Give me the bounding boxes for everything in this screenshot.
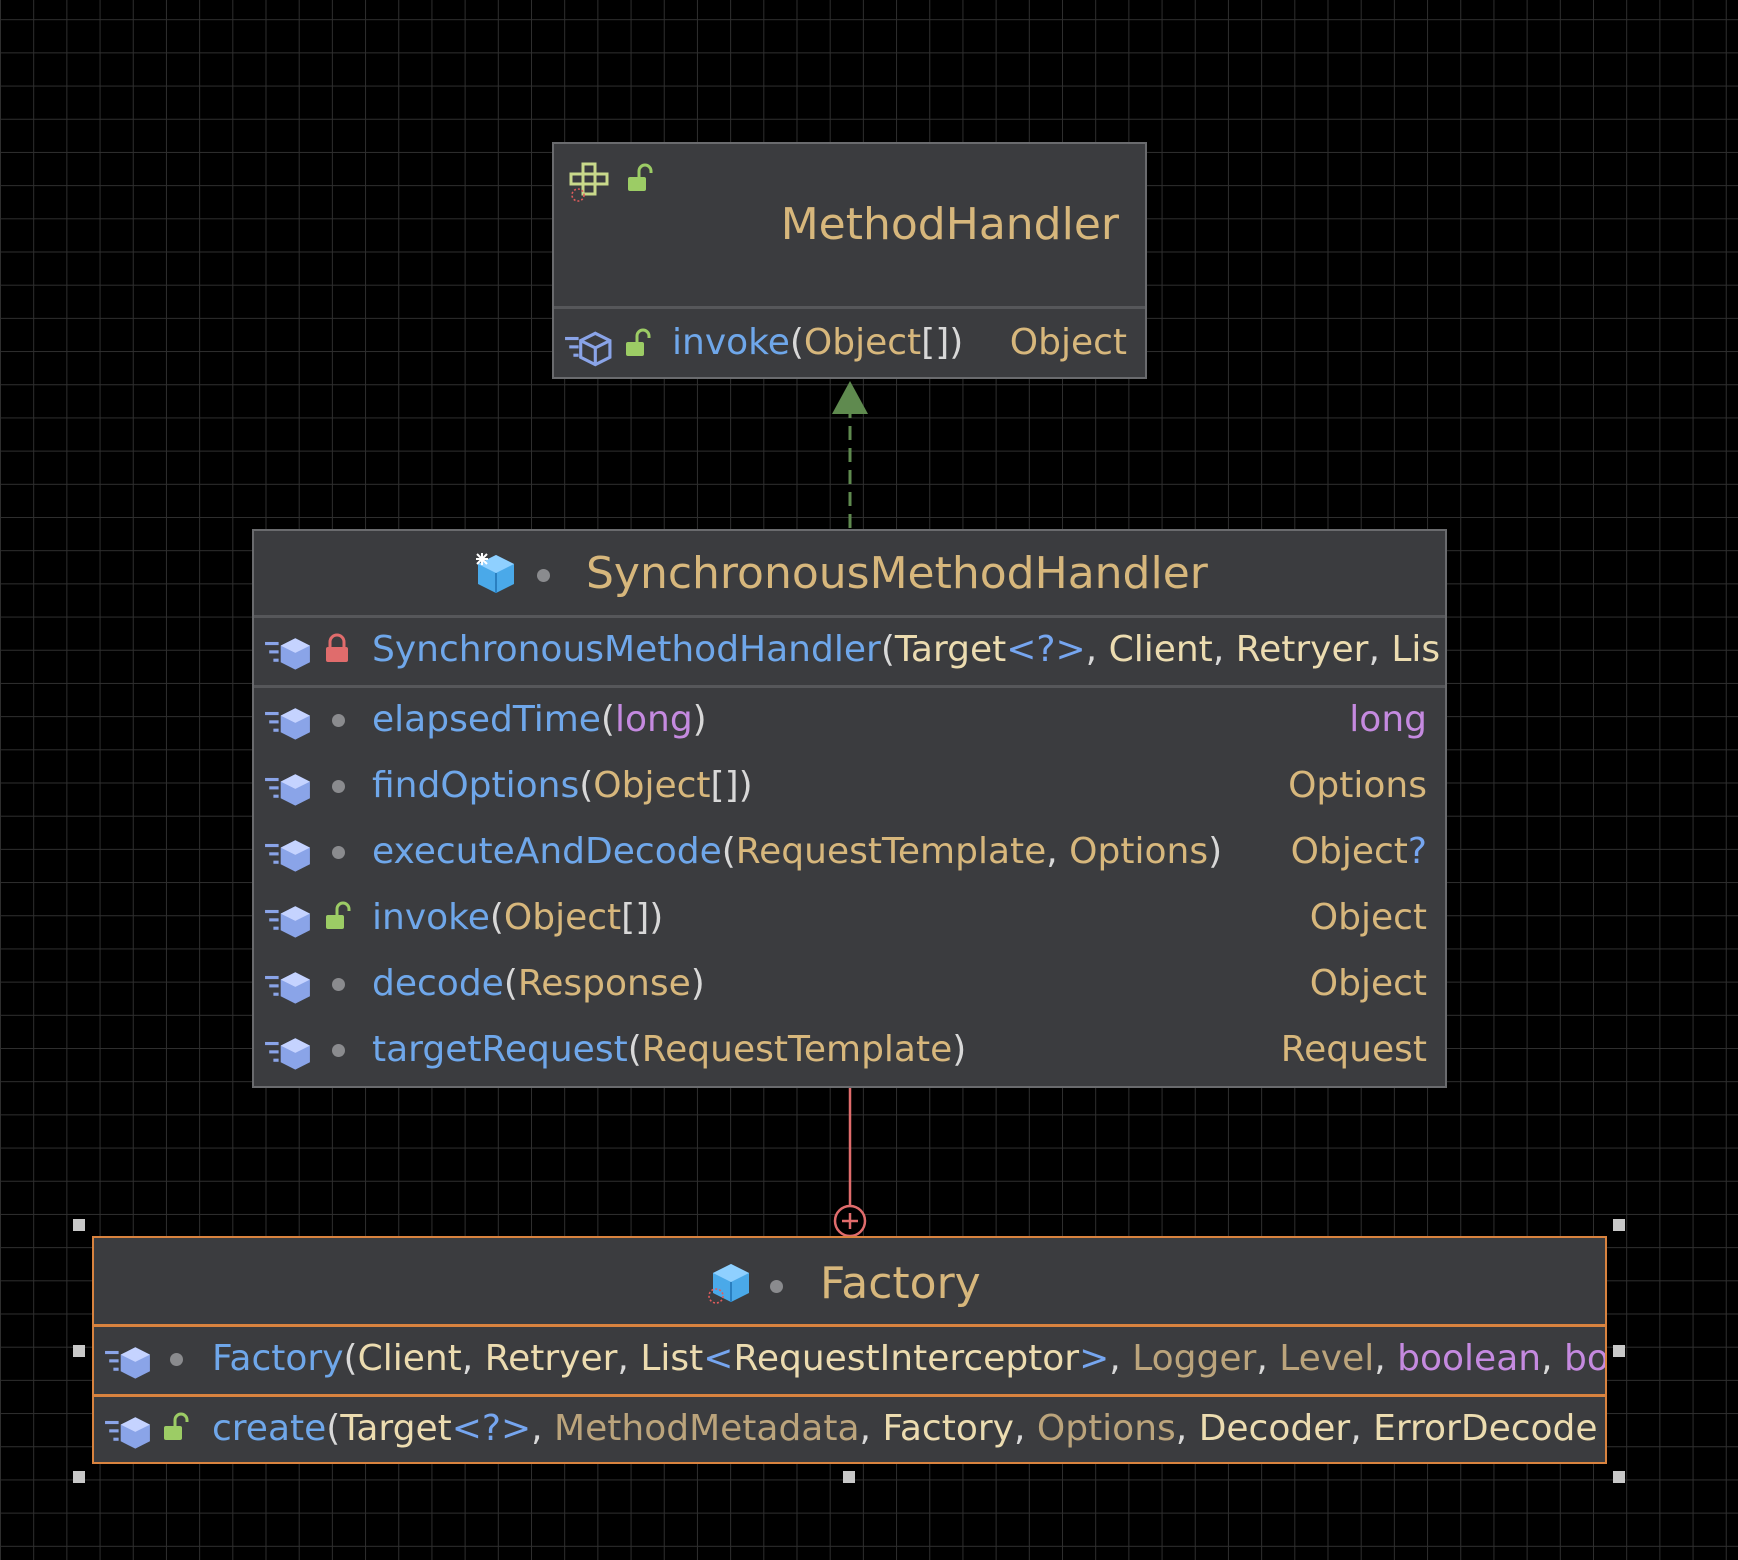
method-row-findOptions[interactable]: findOptions(Object[]) Options bbox=[254, 759, 1445, 821]
constructor-row[interactable]: Factory(Client, Retryer, List<RequestInt… bbox=[94, 1332, 1605, 1394]
dot-icon bbox=[332, 780, 345, 793]
method-row-decode[interactable]: decode(Response) Object bbox=[254, 957, 1445, 1019]
class-title: Factory bbox=[820, 1258, 981, 1309]
method-icon bbox=[265, 840, 310, 872]
method-row-invoke[interactable]: invoke(Object[]) Object bbox=[554, 316, 1145, 377]
class-icon bbox=[708, 1264, 749, 1304]
implements-arrow-head bbox=[832, 381, 868, 414]
unlock-icon bbox=[626, 328, 651, 356]
method-icon bbox=[265, 708, 310, 740]
method-name: invoke bbox=[672, 322, 790, 363]
return-type: Object bbox=[1309, 897, 1427, 938]
resize-handle-s[interactable] bbox=[843, 1471, 855, 1483]
constructor-row[interactable]: SynchronousMethodHandler(Target<?>, Clie… bbox=[254, 623, 1445, 685]
method-icon bbox=[105, 1347, 150, 1379]
method-name: create bbox=[212, 1408, 327, 1449]
unlock-icon bbox=[164, 1412, 189, 1440]
method-icon bbox=[265, 774, 310, 806]
method-row-executeAndDecode[interactable]: executeAndDecode(RequestTemplate, Option… bbox=[254, 825, 1445, 887]
method-handler-box[interactable]: MethodHandler invoke(Object[]) Object bbox=[552, 142, 1147, 379]
factory-box[interactable]: Factory Factory(Client, Retryer, List<Re… bbox=[92, 1236, 1607, 1464]
interface-icon bbox=[569, 162, 609, 202]
sync-method-handler-box[interactable]: SynchronousMethodHandler SynchronousMeth… bbox=[252, 529, 1447, 1088]
dot-icon bbox=[332, 978, 345, 991]
return-type: Options bbox=[1288, 765, 1427, 806]
return-type: Object? bbox=[1290, 831, 1427, 872]
method-row-invoke[interactable]: invoke(Object[]) Object bbox=[254, 891, 1445, 953]
resize-handle-w[interactable] bbox=[73, 1345, 85, 1357]
unlock-icon bbox=[326, 901, 351, 929]
method-icon bbox=[105, 1417, 150, 1449]
return-type: long bbox=[1349, 699, 1427, 740]
resize-handle-sw[interactable] bbox=[73, 1471, 85, 1483]
method-icon bbox=[265, 1038, 310, 1070]
return-type: Object bbox=[1009, 322, 1127, 363]
return-type: Request bbox=[1280, 1029, 1427, 1070]
resize-handle-ne[interactable] bbox=[1613, 1219, 1625, 1231]
method-row-elapsedTime[interactable]: elapsedTime(long) long bbox=[254, 693, 1445, 755]
dot-icon bbox=[332, 846, 345, 859]
method-icon bbox=[265, 638, 310, 670]
dot-icon bbox=[332, 714, 345, 727]
method-row-targetRequest[interactable]: targetRequest(RequestTemplate) Request bbox=[254, 1023, 1445, 1085]
dot-icon bbox=[770, 1280, 783, 1293]
constructor-name: SynchronousMethodHandler bbox=[372, 629, 881, 670]
param-type: Object bbox=[803, 322, 922, 363]
class-title: MethodHandler bbox=[780, 199, 1119, 250]
constructor-name: Factory bbox=[212, 1338, 344, 1379]
dot-icon bbox=[170, 1353, 183, 1366]
dot-icon bbox=[332, 1044, 345, 1057]
resize-handle-e[interactable] bbox=[1613, 1345, 1625, 1357]
resize-handle-se[interactable] bbox=[1613, 1471, 1625, 1483]
unlock-icon bbox=[628, 163, 653, 191]
method-row-create[interactable]: create(Target<?>, MethodMetadata, Factor… bbox=[94, 1402, 1605, 1462]
method-icon bbox=[565, 331, 612, 367]
method-icon bbox=[265, 972, 310, 1004]
method-icon bbox=[265, 906, 310, 938]
dot-icon bbox=[537, 569, 550, 582]
return-type: Object bbox=[1309, 963, 1427, 1004]
lock-icon bbox=[326, 633, 348, 662]
resize-handle-nw[interactable] bbox=[73, 1219, 85, 1231]
class-icon bbox=[476, 553, 514, 593]
class-title: SynchronousMethodHandler bbox=[586, 548, 1208, 599]
